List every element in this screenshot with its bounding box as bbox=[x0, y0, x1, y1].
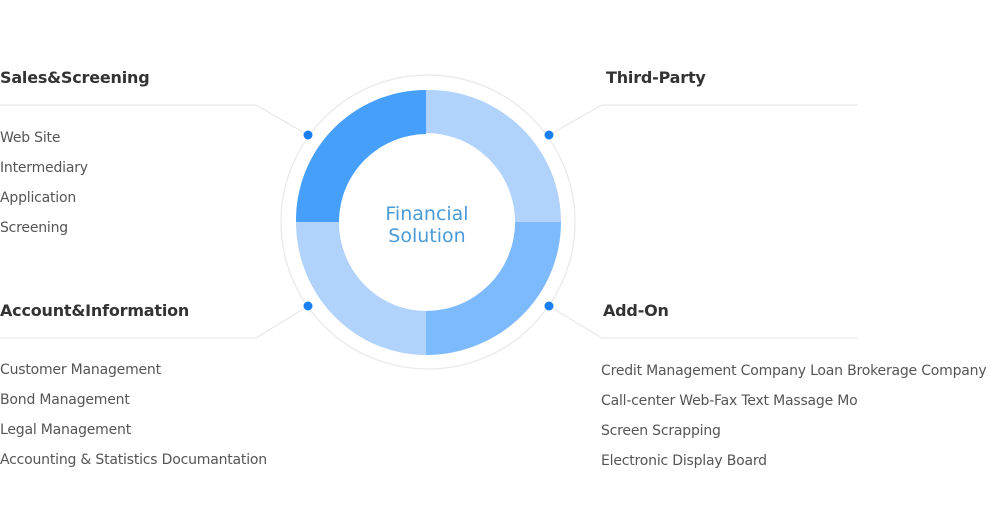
segment-account bbox=[296, 222, 426, 355]
connector-addon bbox=[548, 305, 858, 339]
quadrant-title: Sales&Screening bbox=[0, 68, 150, 87]
donut-hole bbox=[339, 134, 515, 310]
dot-account bbox=[303, 301, 313, 311]
quadrant-list: Credit Management Company Loan Brokerage… bbox=[601, 356, 987, 476]
list-item: Application bbox=[0, 190, 77, 206]
outer-ring bbox=[280, 74, 576, 370]
segment-addon bbox=[426, 222, 561, 355]
connector-account bbox=[0, 305, 309, 339]
list-item: Credit Management Company Loan Brokerage… bbox=[601, 363, 987, 379]
connector-third-party bbox=[548, 104, 858, 136]
quadrant-title: Account&Information bbox=[0, 301, 190, 320]
quadrant-third-party: Third-Party bbox=[606, 68, 706, 87]
segment-sales bbox=[295, 89, 426, 222]
quadrant-list: Web Site Intermediary Application Screen… bbox=[0, 123, 149, 243]
dot-third-party bbox=[544, 130, 554, 140]
list-item: Customer Management bbox=[0, 362, 161, 378]
list-item: Screen Scrapping bbox=[601, 423, 721, 439]
quadrant-add-on: Add-On Credit Management Company Loan Br… bbox=[601, 301, 987, 476]
dot-addon bbox=[544, 301, 554, 311]
quadrant-account-information: Account&Information Customer Management … bbox=[0, 301, 267, 475]
center-label-line1: Financial bbox=[385, 203, 469, 225]
list-item: Accounting & Statistics Documantation bbox=[0, 452, 267, 468]
quadrant-sales-screening: Sales&Screening Web Site Intermediary Ap… bbox=[0, 68, 150, 243]
quadrant-title: Third-Party bbox=[606, 68, 706, 87]
quadrant-title: Add-On bbox=[603, 301, 669, 320]
list-item: Bond Management bbox=[0, 392, 130, 408]
segment-third-party bbox=[426, 89, 561, 222]
list-item: Web Site bbox=[0, 130, 61, 146]
list-item: Electronic Display Board bbox=[601, 453, 767, 469]
list-item: Legal Management bbox=[0, 422, 131, 438]
list-item: Screening bbox=[0, 220, 68, 236]
list-item: Call-center Web-Fax Text Massage Mo bbox=[601, 393, 858, 409]
connector-sales bbox=[0, 104, 309, 136]
center-label-line2: Solution bbox=[388, 225, 466, 247]
list-item: Intermediary bbox=[0, 160, 88, 176]
dot-sales bbox=[303, 130, 313, 140]
quadrant-list: Customer Management Bond Management Lega… bbox=[0, 355, 267, 475]
